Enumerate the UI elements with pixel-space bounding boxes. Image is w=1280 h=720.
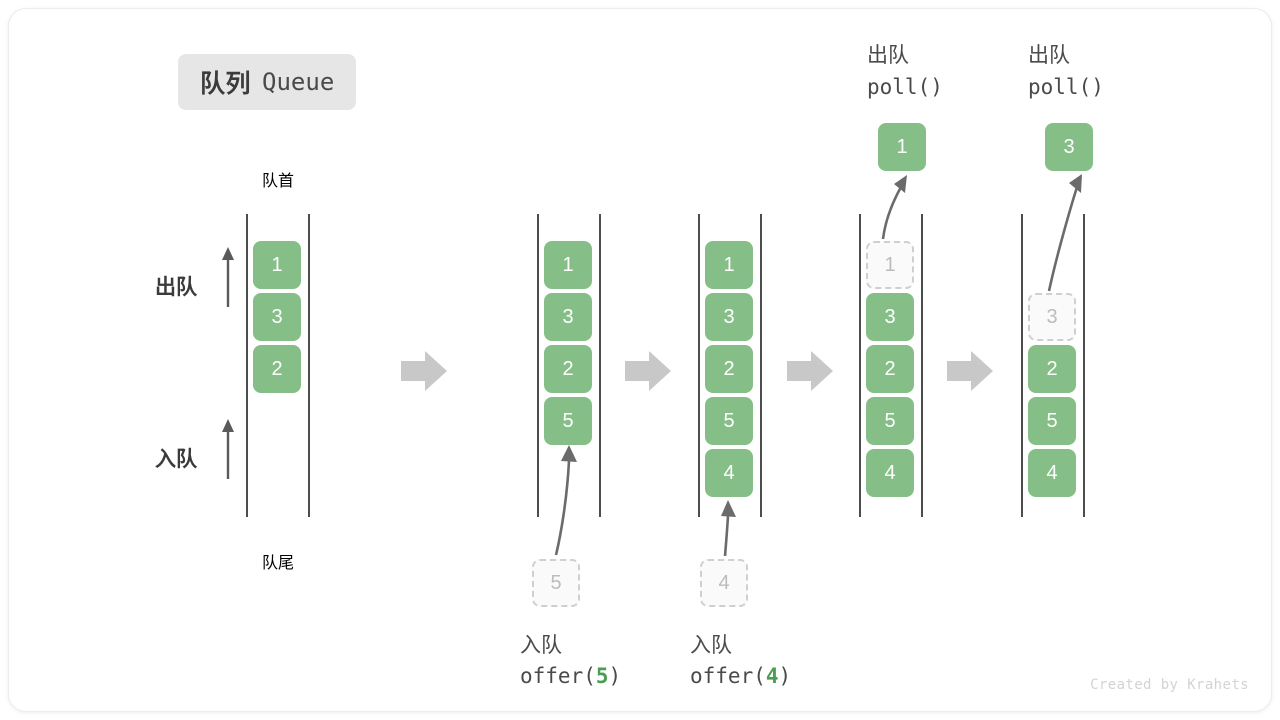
offer-code-prefix: offer( — [690, 664, 766, 688]
popped-cell: 3 — [1045, 123, 1093, 171]
queue-cell: 1 — [705, 241, 753, 289]
queue-cell: 5 — [866, 397, 914, 445]
offer-curve-arrow-icon — [721, 500, 736, 557]
rail-left-col4 — [859, 214, 861, 517]
queue-cell: 2 — [705, 345, 753, 393]
diagram-card: 队列 Queue 队首 队尾 出队 入队 1 3 2 1 3 2 5 5 入队 … — [8, 8, 1272, 712]
queue-cell: 3 — [253, 293, 301, 341]
title-badge: 队列 Queue — [178, 54, 357, 110]
enqueue-direction-label: 入队 — [155, 448, 197, 471]
dequeue-direction-label: 出队 — [155, 276, 197, 299]
queue-cell: 3 — [866, 293, 914, 341]
poll-curve-arrow-icon — [881, 175, 907, 240]
queue-cell: 3 — [705, 293, 753, 341]
transition-arrow-icon — [401, 351, 447, 391]
queue-cell: 4 — [1028, 449, 1076, 497]
rail-right-col5 — [1083, 214, 1085, 517]
enqueue-arrow-icon — [222, 419, 234, 479]
offer-code-suffix: ) — [778, 664, 792, 688]
title-cn: 队列 — [200, 70, 252, 98]
offer-curve-arrow-icon — [554, 445, 577, 556]
offer-caption-code: offer(4) — [690, 664, 791, 688]
poll-caption-cn: 出队 — [1028, 44, 1070, 67]
queue-cell: 5 — [705, 397, 753, 445]
rail-right-col4 — [921, 214, 923, 517]
queue-cell: 2 — [253, 345, 301, 393]
rail-left-col5 — [1021, 214, 1023, 517]
transition-arrow-icon — [787, 351, 833, 391]
offer-code-prefix: offer( — [520, 664, 596, 688]
popped-cell: 1 — [878, 123, 926, 171]
poll-caption-cn: 出队 — [867, 44, 909, 67]
rail-left-col3 — [698, 214, 700, 517]
offer-caption-cn: 入队 — [690, 634, 732, 657]
transition-arrow-icon — [947, 351, 993, 391]
offer-code-value: 5 — [595, 664, 609, 688]
poll-caption-code: poll() — [1028, 75, 1104, 99]
poll-curve-arrow-icon — [1047, 174, 1082, 292]
queue-cell: 5 — [544, 397, 592, 445]
dequeue-arrow-icon — [222, 247, 234, 307]
rail-left-col2 — [537, 214, 539, 517]
queue-cell: 2 — [866, 345, 914, 393]
offer-caption-code: offer(5) — [520, 664, 621, 688]
rail-right-col2 — [599, 214, 601, 517]
rail-right-col1 — [308, 214, 310, 517]
rail-right-col3 — [760, 214, 762, 517]
queue-cell: 1 — [544, 241, 592, 289]
offer-code-suffix: ) — [608, 664, 622, 688]
credit-text: Created by Krahets — [1090, 677, 1249, 693]
queue-tail-label: 队尾 — [261, 555, 294, 572]
rail-left-col1 — [246, 214, 248, 517]
queue-cell: 4 — [705, 449, 753, 497]
queue-cell: 4 — [866, 449, 914, 497]
ghost-cell: 5 — [532, 559, 580, 607]
queue-cell: 2 — [1028, 345, 1076, 393]
transition-arrow-icon — [625, 351, 671, 391]
offer-caption-cn: 入队 — [520, 634, 562, 657]
ghost-cell: 3 — [1028, 293, 1076, 341]
title-en: Queue — [262, 68, 335, 96]
poll-caption-code: poll() — [867, 75, 943, 99]
queue-cell: 3 — [544, 293, 592, 341]
ghost-cell: 4 — [700, 559, 748, 607]
queue-cell: 5 — [1028, 397, 1076, 445]
queue-head-label: 队首 — [261, 173, 294, 190]
queue-cell: 2 — [544, 345, 592, 393]
queue-cell: 1 — [253, 241, 301, 289]
offer-code-value: 4 — [765, 664, 779, 688]
ghost-cell: 1 — [866, 241, 914, 289]
